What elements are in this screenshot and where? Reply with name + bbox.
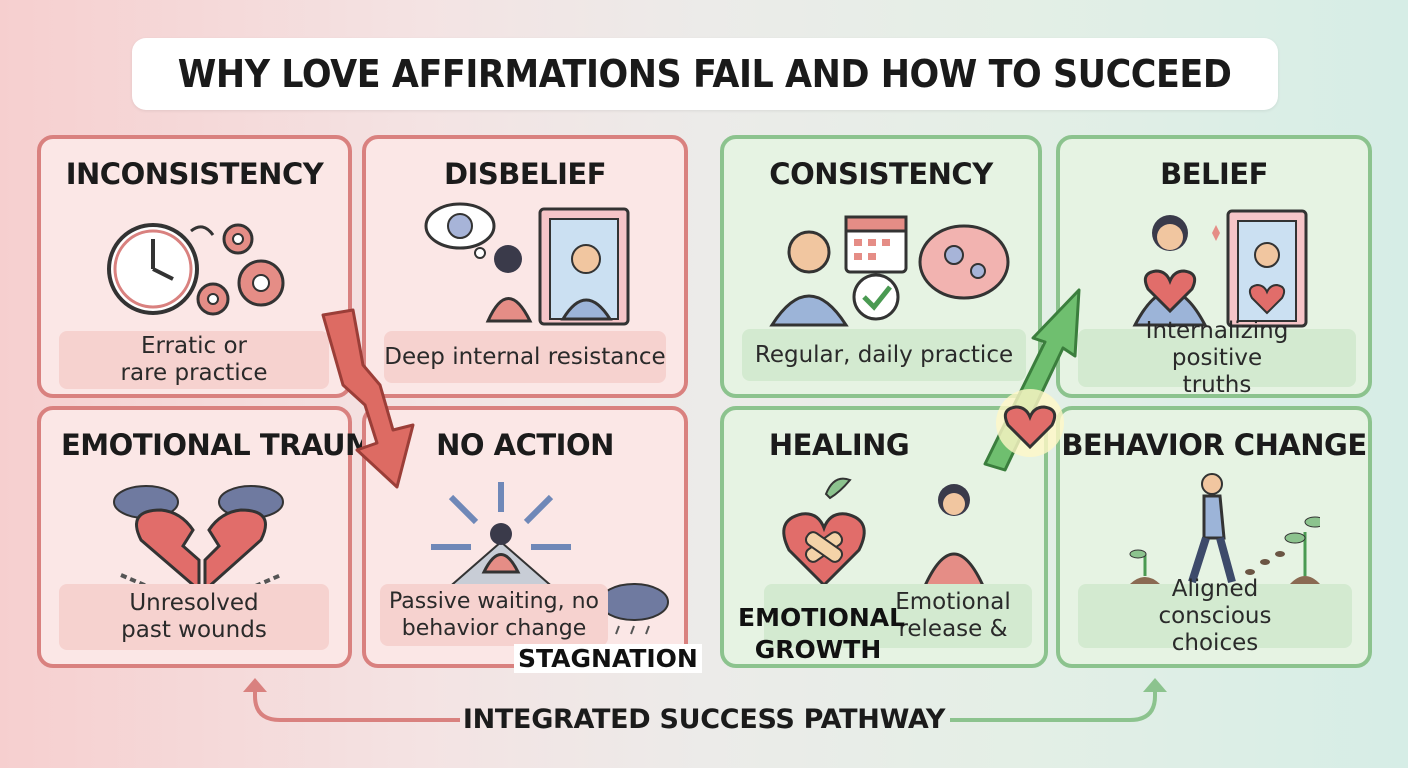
broken-heart-storm-icon xyxy=(113,485,284,594)
pathway-arrows-icon xyxy=(243,678,1167,722)
stagnation-label: STAGNATION xyxy=(514,644,702,673)
card-emotional-trauma: EMOTIONAL TRAUMA Unresolved past wounds xyxy=(37,406,396,668)
mirror-heart-icon xyxy=(1132,209,1308,328)
caption-behavior-change: Aligned conscious choices xyxy=(1078,576,1352,656)
walking-growth-icon xyxy=(1129,473,1320,584)
card-title-behavior-change: BEHAVIOR CHANGE xyxy=(1061,428,1367,462)
card-title-emotional-trauma: EMOTIONAL TRAUMA xyxy=(61,428,396,462)
clock-gears-icon xyxy=(107,223,285,316)
healing-heart-icon xyxy=(782,477,987,590)
card-title-no-action: NO ACTION xyxy=(436,428,614,462)
card-inconsistency: INCONSISTENCY Erratic or rare practice xyxy=(37,135,352,398)
caption-healing: Emotional release & xyxy=(764,584,1032,648)
card-consistency: CONSISTENCY Regular, daily practice xyxy=(720,135,1042,398)
caption-inconsistency: Erratic or rare practice xyxy=(59,331,329,389)
card-title-consistency: CONSISTENCY xyxy=(769,157,993,191)
mirror-doubt-icon xyxy=(424,202,630,326)
caption-no-action: Passive waiting, no behavior change xyxy=(380,584,608,646)
card-no-action: NO ACTION Passive waiting, no behavior c… xyxy=(362,406,702,673)
card-title-inconsistency: INCONSISTENCY xyxy=(65,157,324,191)
card-belief: BELIEF Internalizing positive truths xyxy=(1056,135,1372,398)
emotional-growth-label: EMOTIONAL GROWTH xyxy=(738,603,906,664)
glowing-heart-icon xyxy=(996,389,1064,457)
card-title-belief: BELIEF xyxy=(1160,157,1268,191)
card-title-disbelief: DISBELIEF xyxy=(443,157,607,191)
caption-consistency: Regular, daily practice xyxy=(742,329,1026,381)
card-disbelief: DISBELIEF Deep internal resistance xyxy=(362,135,688,398)
stuck-person-icon xyxy=(431,482,571,591)
card-title-healing: HEALING xyxy=(768,428,910,462)
calendar-brain-icon xyxy=(769,215,1010,327)
caption-belief: Internalizing positive truths xyxy=(1078,318,1356,398)
caption-disbelief: Deep internal resistance xyxy=(384,331,666,383)
title-banner: WHY LOVE AFFIRMATIONS FAIL AND HOW TO SU… xyxy=(132,38,1278,110)
decline-arrow-icon xyxy=(321,308,415,489)
card-behavior-change: BEHAVIOR CHANGE Aligned conscious choice… xyxy=(1056,406,1372,668)
pathway-label: INTEGRATED SUCCESS PATHWAY xyxy=(462,704,946,735)
page-title: WHY LOVE AFFIRMATIONS FAIL AND HOW TO SU… xyxy=(178,52,1232,96)
caption-emotional-trauma: Unresolved past wounds xyxy=(59,584,329,650)
